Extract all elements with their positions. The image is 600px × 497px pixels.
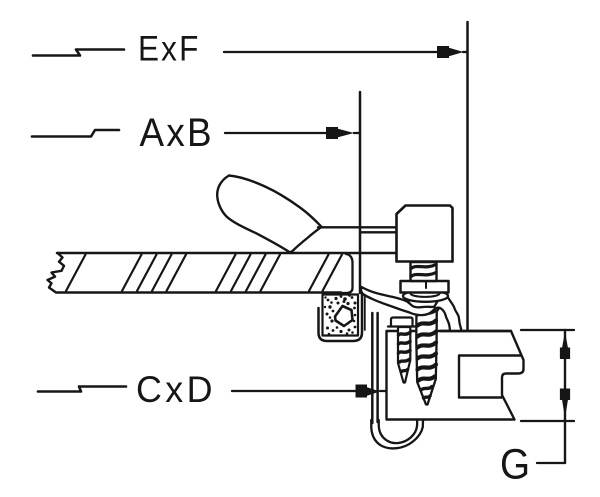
svg-text:ExF: ExF [138, 30, 200, 69]
svg-text:AxB: AxB [140, 111, 214, 156]
svg-text:G: G [500, 440, 530, 488]
svg-text:CxD: CxD [136, 369, 216, 411]
